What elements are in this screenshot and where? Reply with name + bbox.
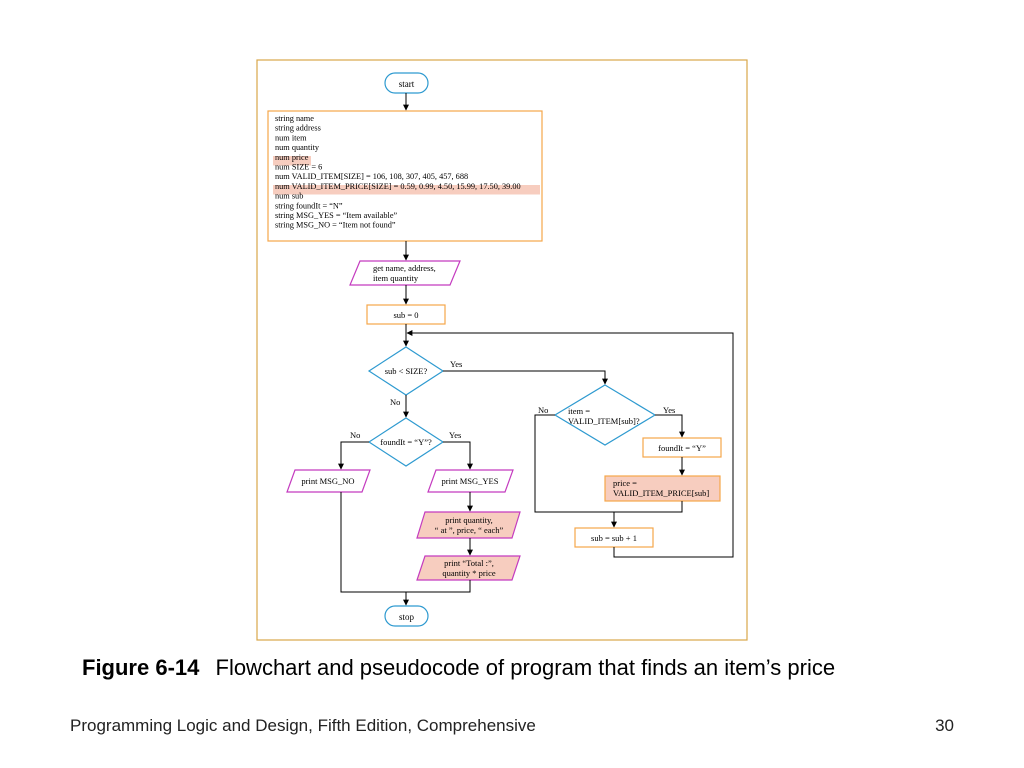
decision-found-label: foundIt = “Y”? [380, 437, 432, 447]
declaration-line: num VALID_ITEM[SIZE] = 106, 108, 307, 40… [275, 172, 468, 181]
declaration-line: num SIZE = 6 [275, 163, 322, 172]
decision-found [367, 417, 445, 467]
print-yes-label: print MSG_YES [442, 476, 499, 486]
figure-caption-text: Flowchart and pseudocode of program that… [215, 655, 836, 680]
arrow-found-yes [443, 441, 473, 470]
declaration-line: string MSG_YES = “Item available” [275, 211, 398, 220]
figure-caption: Figure 6-14 Flowchart and pseudocode of … [82, 655, 835, 681]
footer-page-number: 30 [935, 716, 954, 735]
input-line-1: get name, address, [373, 263, 436, 273]
arrow-size-yes [443, 370, 608, 385]
print-no-label: print MSG_NO [301, 476, 354, 486]
set-found-label: foundIt = “Y” [658, 443, 706, 453]
label-no-size: No [390, 397, 400, 407]
declaration-line: string name [275, 114, 314, 123]
line-no-join [340, 492, 406, 593]
line-item-no [534, 414, 683, 513]
print-quantity-line-2: “ at ”, price, “ each” [435, 525, 504, 535]
init-sub-label: sub = 0 [393, 310, 418, 320]
declaration-line: num price [275, 153, 309, 162]
decision-item-line-1: item = [568, 406, 590, 416]
stop-terminal [384, 605, 429, 627]
label-no-found: No [350, 430, 360, 440]
price-assign-line-1: price = [613, 478, 637, 488]
footer-book-title: Programming Logic and Design, Fifth Edit… [70, 716, 536, 735]
declarations-box [267, 110, 543, 242]
declaration-line: num quantity [275, 143, 320, 152]
label-yes-size: Yes [450, 359, 462, 369]
print-quantity-line-1: print quantity, [445, 515, 493, 525]
print-total-line-1: print “Total :”, [444, 558, 494, 568]
print-total-parallelogram [416, 555, 521, 581]
arrow-loop-back [406, 330, 734, 558]
declaration-line: num item [275, 133, 307, 142]
label-yes-found: Yes [449, 430, 461, 440]
print-quantity-parallelogram [416, 511, 521, 539]
label-no-item: No [538, 405, 548, 415]
print-no-parallelogram [286, 469, 371, 493]
line-total-join [406, 580, 471, 593]
declaration-line: string MSG_NO = “Item not found” [275, 221, 396, 230]
highlight-price-array [273, 185, 540, 195]
declaration-line: string foundIt = “N” [275, 201, 343, 210]
input-parallelogram [349, 260, 461, 286]
declaration-line: string address [275, 124, 321, 133]
figure-label: Figure 6-14 [82, 655, 200, 680]
stop-label: stop [399, 612, 415, 622]
input-line-2: item quantity [373, 273, 419, 283]
increment-label: sub = sub + 1 [591, 533, 637, 543]
declaration-line: num VALID_ITEM_PRICE[SIZE] = 0.59, 0.99,… [275, 182, 521, 191]
label-yes-item: Yes [663, 405, 675, 415]
decision-sub-size-label: sub < SIZE? [385, 366, 428, 376]
declaration-line: num sub [275, 192, 303, 201]
decision-item-line-2: VALID_ITEM[sub]? [568, 416, 640, 426]
connectors [338, 93, 734, 606]
arrow-found-no [338, 441, 369, 470]
figure-frame [256, 59, 748, 641]
price-assign-box [604, 475, 721, 502]
start-label: start [399, 79, 415, 89]
price-assign-line-2: VALID_ITEM_PRICE[sub] [613, 488, 709, 498]
print-yes-parallelogram [427, 469, 514, 493]
arrow-item-yes [655, 414, 685, 438]
decision-item-valid [553, 384, 657, 446]
print-total-line-2: quantity * price [442, 568, 496, 578]
highlight-num-price [273, 156, 311, 166]
